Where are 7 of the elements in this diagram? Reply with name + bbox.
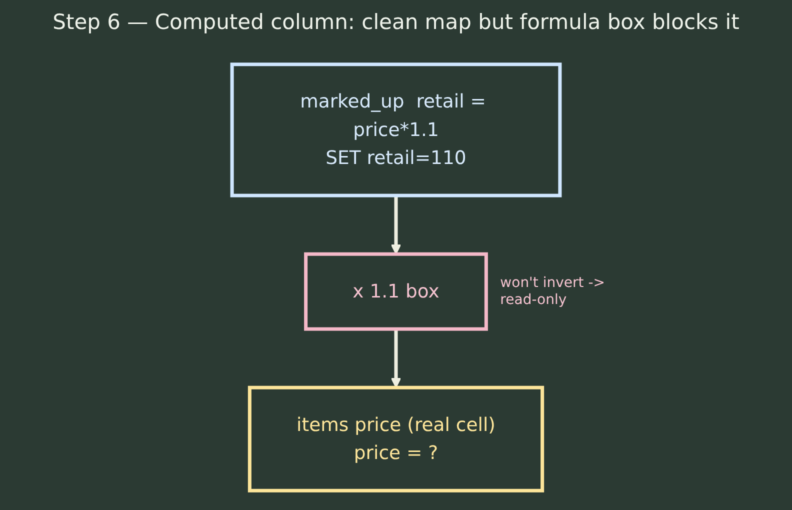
arrow <box>390 196 402 255</box>
node-box: items price (real cell) price = ? <box>248 386 544 492</box>
node-box: x 1.1 box <box>304 252 488 331</box>
arrow <box>390 329 402 388</box>
side-note: won't invert -> read-only <box>500 274 606 309</box>
diagram-title: Step 6 — Computed column: clean map but formula box blocks it <box>52 10 740 34</box>
node-box: marked_up retail = price*1.1 SET retail=110 <box>230 62 562 198</box>
